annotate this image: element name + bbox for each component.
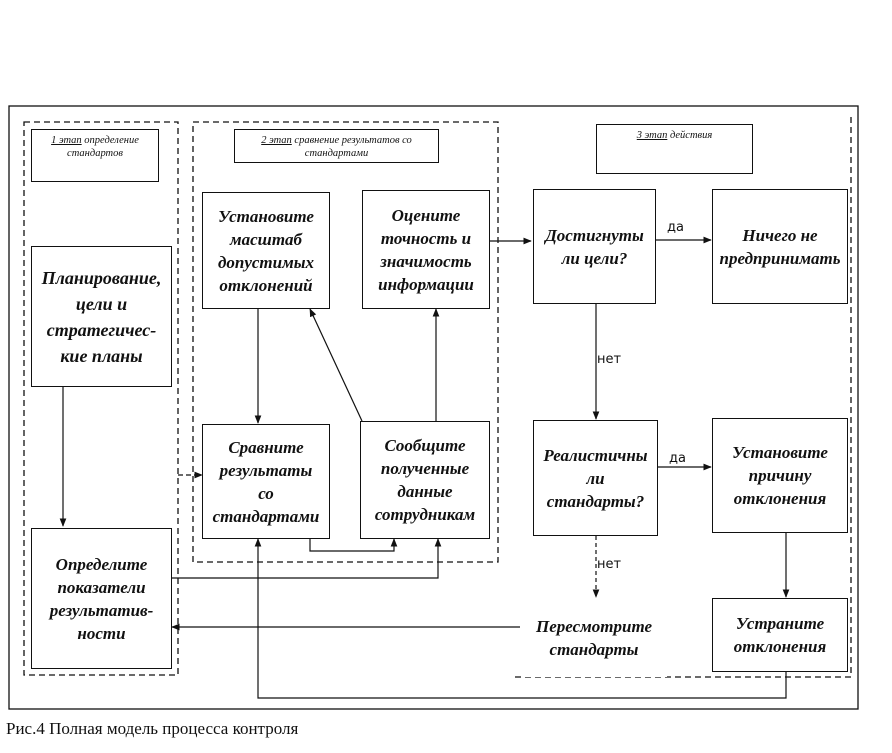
stage2-header: 2 этап сравнение результатов со стандарт… (234, 129, 439, 163)
figure-caption: Рис.4 Полная модель процесса контроля (6, 719, 298, 739)
figure-caption-text: Полная модель процесса контроля (44, 719, 299, 738)
box-revise-label: Пересмотрите стандарты (535, 616, 652, 659)
stage1-dashed-region (23, 121, 179, 676)
stage1-title: определение стандартов (67, 135, 139, 159)
box-planning-label: Планирование, цели и стратегичес-кие пла… (41, 267, 162, 366)
box-compare-label: Сравните результаты со стандартами (212, 437, 320, 526)
box-goals-label: Достигнуты ли цели? (545, 225, 644, 268)
box-report-label: Сообщите полученные данные сотрудникам (374, 436, 476, 524)
box-indicators: Определите показатели результатив-ности (31, 528, 172, 669)
box-revise: Пересмотрите стандарты (521, 598, 667, 677)
box-eliminate: Устраните отклонения (712, 598, 848, 672)
box-scale-label: Установите масштаб допустимых отклонений (217, 206, 315, 295)
arrow-report-to-scale (309, 308, 363, 422)
stage2-number: 2 этап (261, 135, 292, 146)
figure-caption-number: Рис.4 (6, 719, 45, 738)
stage3-number: 3 этап (636, 130, 668, 141)
outer-frame (8, 105, 859, 710)
stage3-header: 3 этап действия (596, 124, 753, 174)
box-planning: Планирование, цели и стратегичес-кие пла… (31, 246, 172, 387)
box-realistic-label: Реалистичны ли стандарты? (543, 445, 648, 511)
box-nothing: Ничего не предпринимать (712, 189, 848, 304)
stage3-dashed-region (515, 117, 852, 678)
box-accuracy-label: Оцените точность и значимость информации (378, 205, 474, 294)
arrow-compare-to-report (309, 538, 398, 552)
stage1-header: 1 этап определение стандартов (31, 129, 159, 182)
arrow-indicators-to-report (171, 538, 442, 579)
box-realistic: Реалистичны ли стандарты? (533, 420, 658, 536)
stage2-dashed-region (192, 121, 499, 563)
box-accuracy: Оцените точность и значимость информации (362, 190, 490, 309)
stage3-title: действия (667, 130, 713, 141)
stage2-title: сравнение результатов со стандартами (291, 135, 412, 159)
box-goals: Достигнуты ли цели? (533, 189, 656, 304)
box-cause-label: Установите причину отклонения (732, 443, 828, 508)
label-goals-no: нет (597, 352, 622, 367)
box-compare: Сравните результаты со стандартами (202, 424, 330, 539)
box-scale: Установите масштаб допустимых отклонений (202, 192, 330, 309)
box-nothing-label: Ничего не предпринимать (719, 225, 841, 268)
stage1-number: 1 этап (51, 135, 82, 146)
box-eliminate-label: Устраните отклонения (733, 614, 827, 656)
label-goals-yes: да (667, 220, 684, 235)
box-cause: Установите причину отклонения (712, 418, 848, 533)
box-indicators-label: Определите показатели результатив-ности (49, 554, 154, 643)
box-report: Сообщите полученные данные сотрудникам (360, 421, 490, 539)
label-realistic-yes: да (669, 451, 686, 466)
label-realistic-no: нет (597, 557, 622, 572)
arrow-eliminate-to-compare (254, 538, 787, 699)
